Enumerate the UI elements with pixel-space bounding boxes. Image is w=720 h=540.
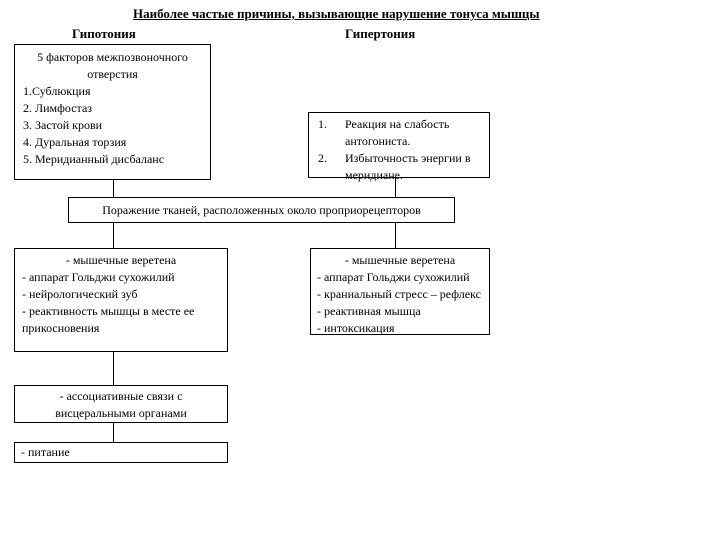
list-item: - аппарат Гольджи сухожилий [22,270,175,284]
list-item: - интоксикация [317,321,395,335]
box-hypertonia-detail: - мышечные веретена - аппарат Гольджи су… [310,248,490,335]
list-item: 2. Лимфостаз [23,101,93,115]
list-item: - мышечные веретена [65,253,177,267]
list-item: 5. Меридианный дисбаланс [23,152,165,166]
list-item: 4. Дуральная торзия [23,135,127,149]
list-item: - реактивная мышца [317,304,421,318]
list-item-text: Избыточность энергии в меридиане. [345,151,471,182]
list-item: - аппарат Гольджи сухожилий [317,270,470,284]
connector-line [113,180,114,197]
column-heading-hypotonia: Гипотония [72,26,136,41]
list-item: 1.Сублюкция [23,84,91,98]
diagram-title: Наиболее частые причины, вызывающие нару… [133,6,540,21]
box-tissue-damage: Поражение тканей, расположенных около пр… [68,197,455,223]
list-item: - краниальный стресс – рефлекс [317,287,481,301]
box-hypotonia-factors-heading: 5 факторов межпозвоночного отверстия [37,50,188,81]
connector-line [113,223,114,248]
connector-line [113,423,114,442]
list-item: 3. Застой крови [23,118,103,132]
connector-line [395,223,396,248]
box-nutrition: - питание [14,442,228,463]
list-item: 1. Реакция на слабость антогониста. [318,116,485,150]
connector-line [113,352,114,385]
list-item: - нейрологический зуб [22,287,138,301]
box-hypotonia-detail: - мышечные веретена - аппарат Гольджи су… [14,248,228,352]
list-item: - мышечные веретена [344,253,456,267]
list-item: - реактивность мышцы в месте ее прикосно… [22,304,195,335]
box-associative-links: - ассоциативные связи с висцеральными ор… [14,385,228,423]
column-heading-hypertonia: Гипертония [345,26,416,41]
list-item-number: 1. [318,117,327,131]
list-item-number: 2. [318,151,327,165]
box-hypotonia-factors: 5 факторов межпозвоночного отверстия 1.С… [14,44,211,180]
box-hypertonia-causes: 1. Реакция на слабость антогониста. 2. И… [308,112,490,182]
connector-line [395,178,396,197]
list-item: 2. Избыточность энергии в меридиане. [318,150,485,184]
list-item-text: Реакция на слабость антогониста. [345,117,450,148]
